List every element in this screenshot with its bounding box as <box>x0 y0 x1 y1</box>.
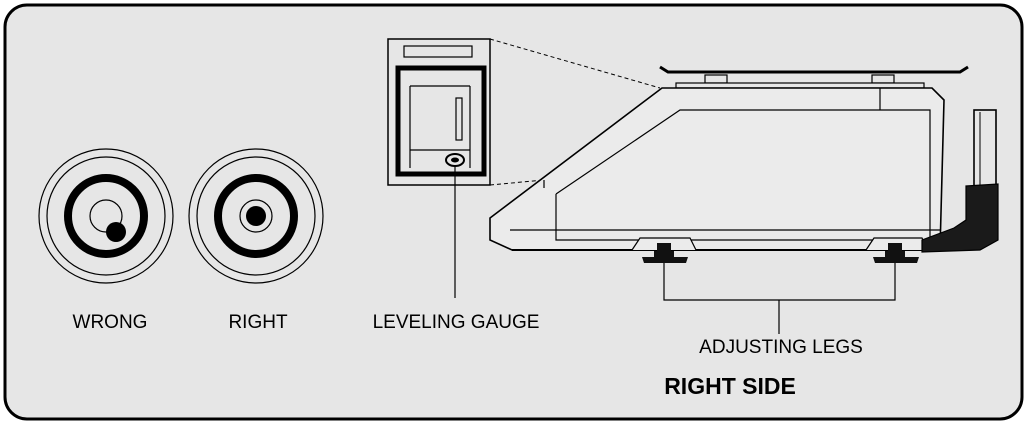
scale-side-view <box>489 65 999 253</box>
bubble-off-center <box>106 222 126 242</box>
adjusting-leg-left <box>642 243 688 263</box>
leveling-gauge-closeup <box>387 38 491 186</box>
label-right-side: RIGHT SIDE <box>664 373 796 399</box>
label-leveling-gauge: LEVELING GAUGE <box>373 312 540 333</box>
label-wrong: WRONG <box>73 312 148 333</box>
label-adjusting-legs: ADJUSTING LEGS <box>699 337 863 358</box>
zoom-line-top <box>489 38 661 89</box>
zoom-line-bottom <box>489 179 545 186</box>
adjusting-leg-right <box>873 243 919 263</box>
legs-bracket <box>663 263 896 334</box>
wrong-level-indicator <box>38 148 174 284</box>
bubble-centered <box>246 206 266 226</box>
right-level-indicator <box>188 148 324 284</box>
label-right: RIGHT <box>228 312 288 333</box>
